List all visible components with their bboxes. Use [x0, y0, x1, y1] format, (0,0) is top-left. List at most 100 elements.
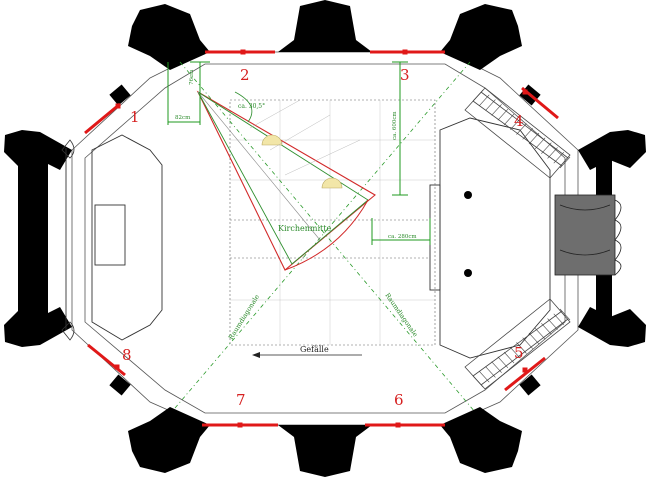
stair-steps-bottom	[472, 308, 571, 388]
pier-left-wall	[18, 150, 48, 330]
left-choir	[65, 134, 163, 341]
cone-green	[197, 91, 369, 265]
stair-step	[547, 147, 558, 159]
dim-right-v-label: ca. 600cm	[392, 111, 398, 140]
window-1	[84, 102, 121, 135]
stair-step	[516, 123, 527, 135]
stair-step	[534, 137, 546, 150]
cone-angle-arc	[234, 91, 253, 123]
nave-grid	[230, 100, 435, 345]
pier-bottom-right	[440, 407, 522, 473]
window-number-3: 3	[400, 66, 410, 84]
window-number-1: 1	[130, 108, 140, 126]
door-left	[61, 139, 75, 159]
entrance-arches	[559, 199, 622, 276]
stair-step	[559, 308, 571, 321]
stub-bl	[109, 374, 131, 396]
window-4	[521, 86, 559, 120]
stair-step	[522, 128, 533, 140]
stair-step	[516, 342, 527, 354]
wall-piers	[4, 0, 646, 477]
entrance-gallery	[554, 194, 616, 276]
pier-right-lower	[578, 307, 646, 347]
stair-step	[503, 351, 515, 364]
stub-tl	[109, 84, 131, 106]
column-lower	[464, 269, 472, 277]
stair-step	[478, 371, 490, 383]
stair-step	[541, 323, 552, 335]
window-marker-7	[237, 422, 243, 428]
window-8	[87, 343, 126, 377]
window-marker-5	[522, 367, 528, 373]
window-marker-1	[115, 103, 121, 109]
stair-step	[534, 327, 546, 340]
cone-annotations	[249, 99, 361, 176]
stair-step	[478, 94, 490, 106]
pier-bottom-left	[128, 407, 210, 473]
stair-step	[510, 118, 521, 130]
window-marker-3	[402, 49, 408, 55]
stair-step	[528, 332, 540, 345]
stair-step	[547, 318, 558, 330]
stair-step	[510, 347, 521, 359]
stair-step	[559, 156, 571, 169]
dimension-lines	[167, 61, 431, 245]
cone-arc	[284, 199, 369, 271]
dim-left-h-label: 82cm	[175, 115, 191, 121]
column-upper	[464, 191, 472, 199]
stair-step	[541, 142, 552, 154]
stair-step	[485, 366, 496, 378]
stair-step	[503, 113, 515, 126]
nave-area	[229, 99, 436, 346]
window-numbers: 1 2 3 4 5 6 7 8	[122, 66, 524, 409]
window-marker-2	[240, 49, 246, 55]
stair-step	[497, 356, 509, 369]
window-number-5: 5	[514, 344, 524, 362]
window-number-4: 4	[514, 112, 524, 130]
pier-top-right	[440, 4, 522, 70]
diagonal-line-a	[174, 61, 471, 409]
stair-step	[491, 104, 502, 116]
stair-step	[497, 108, 509, 121]
stair-step	[528, 132, 540, 145]
stub-br	[519, 374, 541, 396]
stair-step	[472, 375, 484, 388]
dim-center-label: ca. 280cm	[388, 234, 417, 240]
window-number-2: 2	[240, 66, 250, 84]
stair-step	[553, 313, 565, 325]
window-marker-8	[114, 364, 120, 370]
window-5	[504, 356, 546, 392]
stair-steps-top	[472, 89, 571, 169]
window-number-7: 7	[236, 391, 246, 409]
stair-step	[522, 337, 533, 349]
pier-top-center	[278, 0, 372, 52]
pier-bottom-center	[278, 425, 372, 477]
diagonal-label-right: Raumdiagonale	[383, 292, 419, 339]
angle-label: ca. 30,5°	[238, 103, 265, 110]
door-left-lower	[61, 321, 75, 341]
cone-red	[196, 90, 376, 271]
pier-top-left	[128, 4, 210, 70]
lamp-2	[321, 177, 343, 189]
diagonal-label-left: Raumdiagonale	[227, 293, 261, 341]
diagonal-line-b	[179, 61, 476, 413]
cone-center-line	[197, 91, 321, 241]
window-marker-6	[395, 422, 401, 428]
pier-right-upper	[578, 130, 646, 170]
dim-left-v-label: 76cm	[189, 69, 195, 85]
stair-step	[491, 361, 502, 373]
gefaelle-arrow	[252, 352, 362, 358]
window-marker-4	[522, 89, 528, 95]
kirchenmitte-label: Kirchenmitte	[278, 224, 331, 233]
lamp-1	[261, 134, 283, 146]
window-number-8: 8	[122, 346, 132, 364]
window-number-6: 6	[394, 391, 404, 409]
windows	[84, 49, 559, 428]
room-diagonals	[174, 61, 476, 413]
stair-step	[472, 89, 484, 102]
stair-step	[553, 152, 565, 164]
gefaelle-label: Gefälle	[300, 345, 329, 354]
right-choir	[429, 117, 551, 359]
